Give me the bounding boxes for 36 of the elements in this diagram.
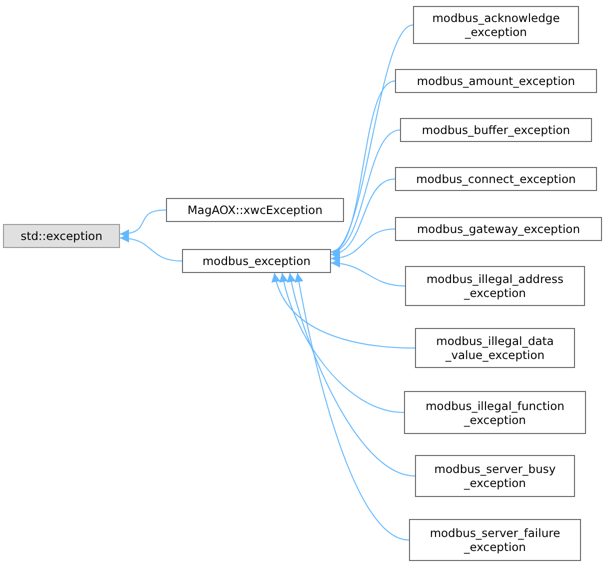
inheritance-arrow [120, 210, 166, 238]
inheritance-arrow [330, 178, 396, 258]
class-box [3, 224, 120, 248]
class-name: modbus_illegal_address _exception [425, 272, 564, 300]
class-box [413, 6, 579, 44]
class-box [409, 519, 581, 561]
class-box [182, 249, 331, 273]
inheritance-arrow [280, 272, 404, 413]
inheritance-arrow [120, 234, 182, 262]
class-box [415, 455, 575, 497]
class-box [395, 69, 597, 93]
class-box [415, 328, 575, 368]
class-name: std::exception [20, 229, 102, 243]
inheritance-arrow [287, 272, 416, 476]
class-name: modbus_amount_exception [416, 74, 576, 88]
class-box [166, 198, 344, 222]
class-name: modbus_gateway_exception [416, 222, 580, 236]
class-name: modbus_exception [202, 254, 311, 268]
inheritance-arrow [294, 272, 410, 540]
class-name: modbus_acknowledge _exception [431, 11, 561, 39]
class-box [395, 217, 602, 241]
class-box [405, 266, 585, 306]
class-name: modbus_server_failure _exception [428, 526, 562, 554]
class-name: modbus_connect_exception [416, 172, 576, 186]
class-name: MagAOX::xwcException [187, 203, 322, 217]
class-box [404, 391, 586, 434]
class-name: modbus_buffer_exception [422, 123, 570, 137]
inheritance-arrow [272, 272, 416, 348]
class-box [400, 118, 592, 142]
class-name: modbus_illegal_function _exception [424, 398, 566, 426]
inheritance-arrow [330, 130, 400, 254]
class-name: modbus_server_busy _exception [433, 462, 557, 490]
inheritance-arrow [330, 259, 406, 286]
inheritance-arrow [330, 228, 396, 262]
class-name: modbus_illegal_data _value_exception [435, 334, 555, 362]
class-box [395, 167, 597, 191]
